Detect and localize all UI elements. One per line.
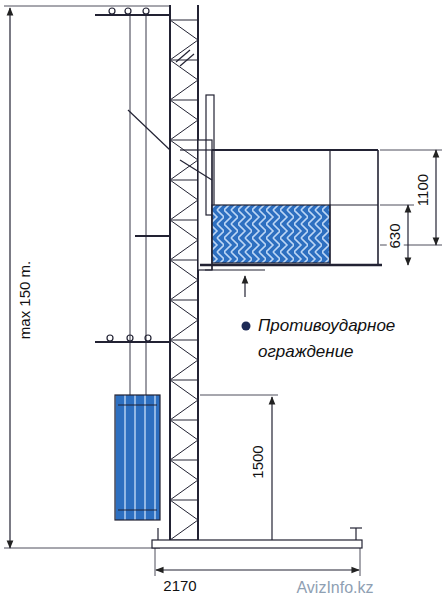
dimension-value: 1500 <box>250 443 267 480</box>
watermark: AvizInfo.kz <box>294 579 375 597</box>
dimension-value: 1100 <box>415 172 432 208</box>
height-dimension: max 150 m. <box>17 259 34 341</box>
dimension-value: 2170 <box>161 578 198 595</box>
dimension-value: 630 <box>387 221 404 250</box>
bullet-dot <box>242 322 251 331</box>
callout-note: Противоударное ограждение <box>258 313 423 366</box>
